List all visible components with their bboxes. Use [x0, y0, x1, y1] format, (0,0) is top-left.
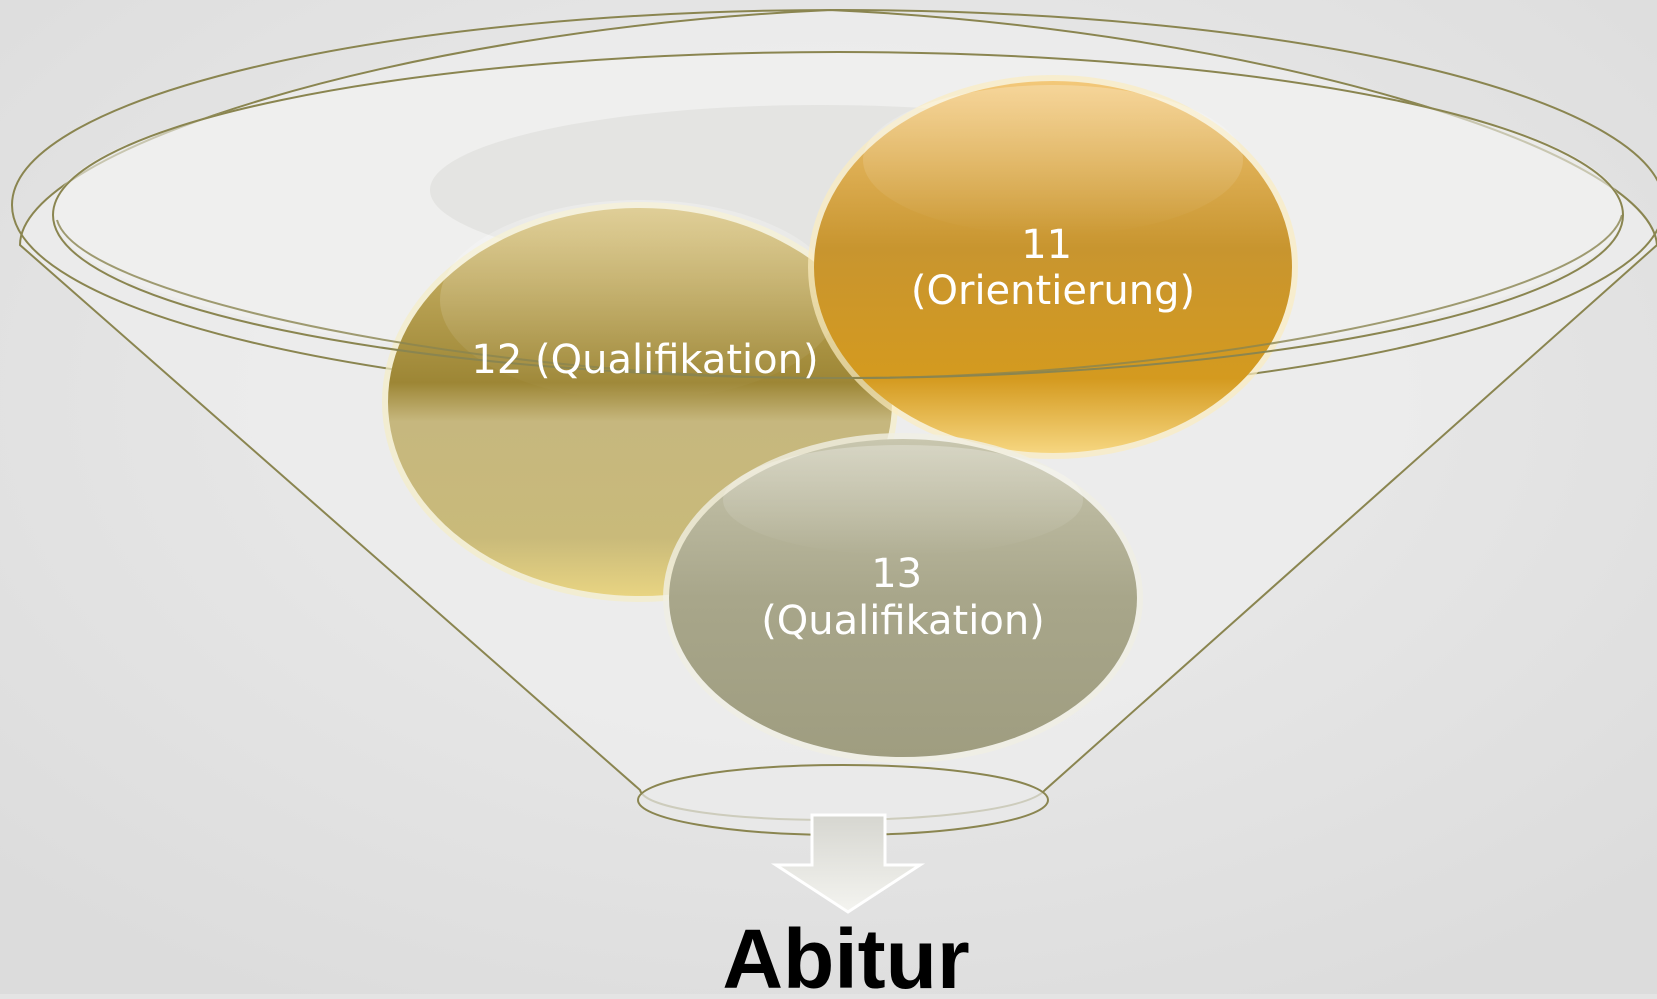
- down-arrow-icon: [770, 813, 926, 914]
- result-label: Abitur: [722, 912, 969, 994]
- stage-11-label: 11 (Orientierung): [911, 222, 1195, 314]
- funnel-rim-inner-lower: [56, 214, 1623, 380]
- stage-13-label: 13 (Qualifikation): [761, 551, 1045, 644]
- stage-13-circle: [663, 433, 1143, 763]
- stage-12-label: 12 (Qualifikation): [471, 337, 818, 383]
